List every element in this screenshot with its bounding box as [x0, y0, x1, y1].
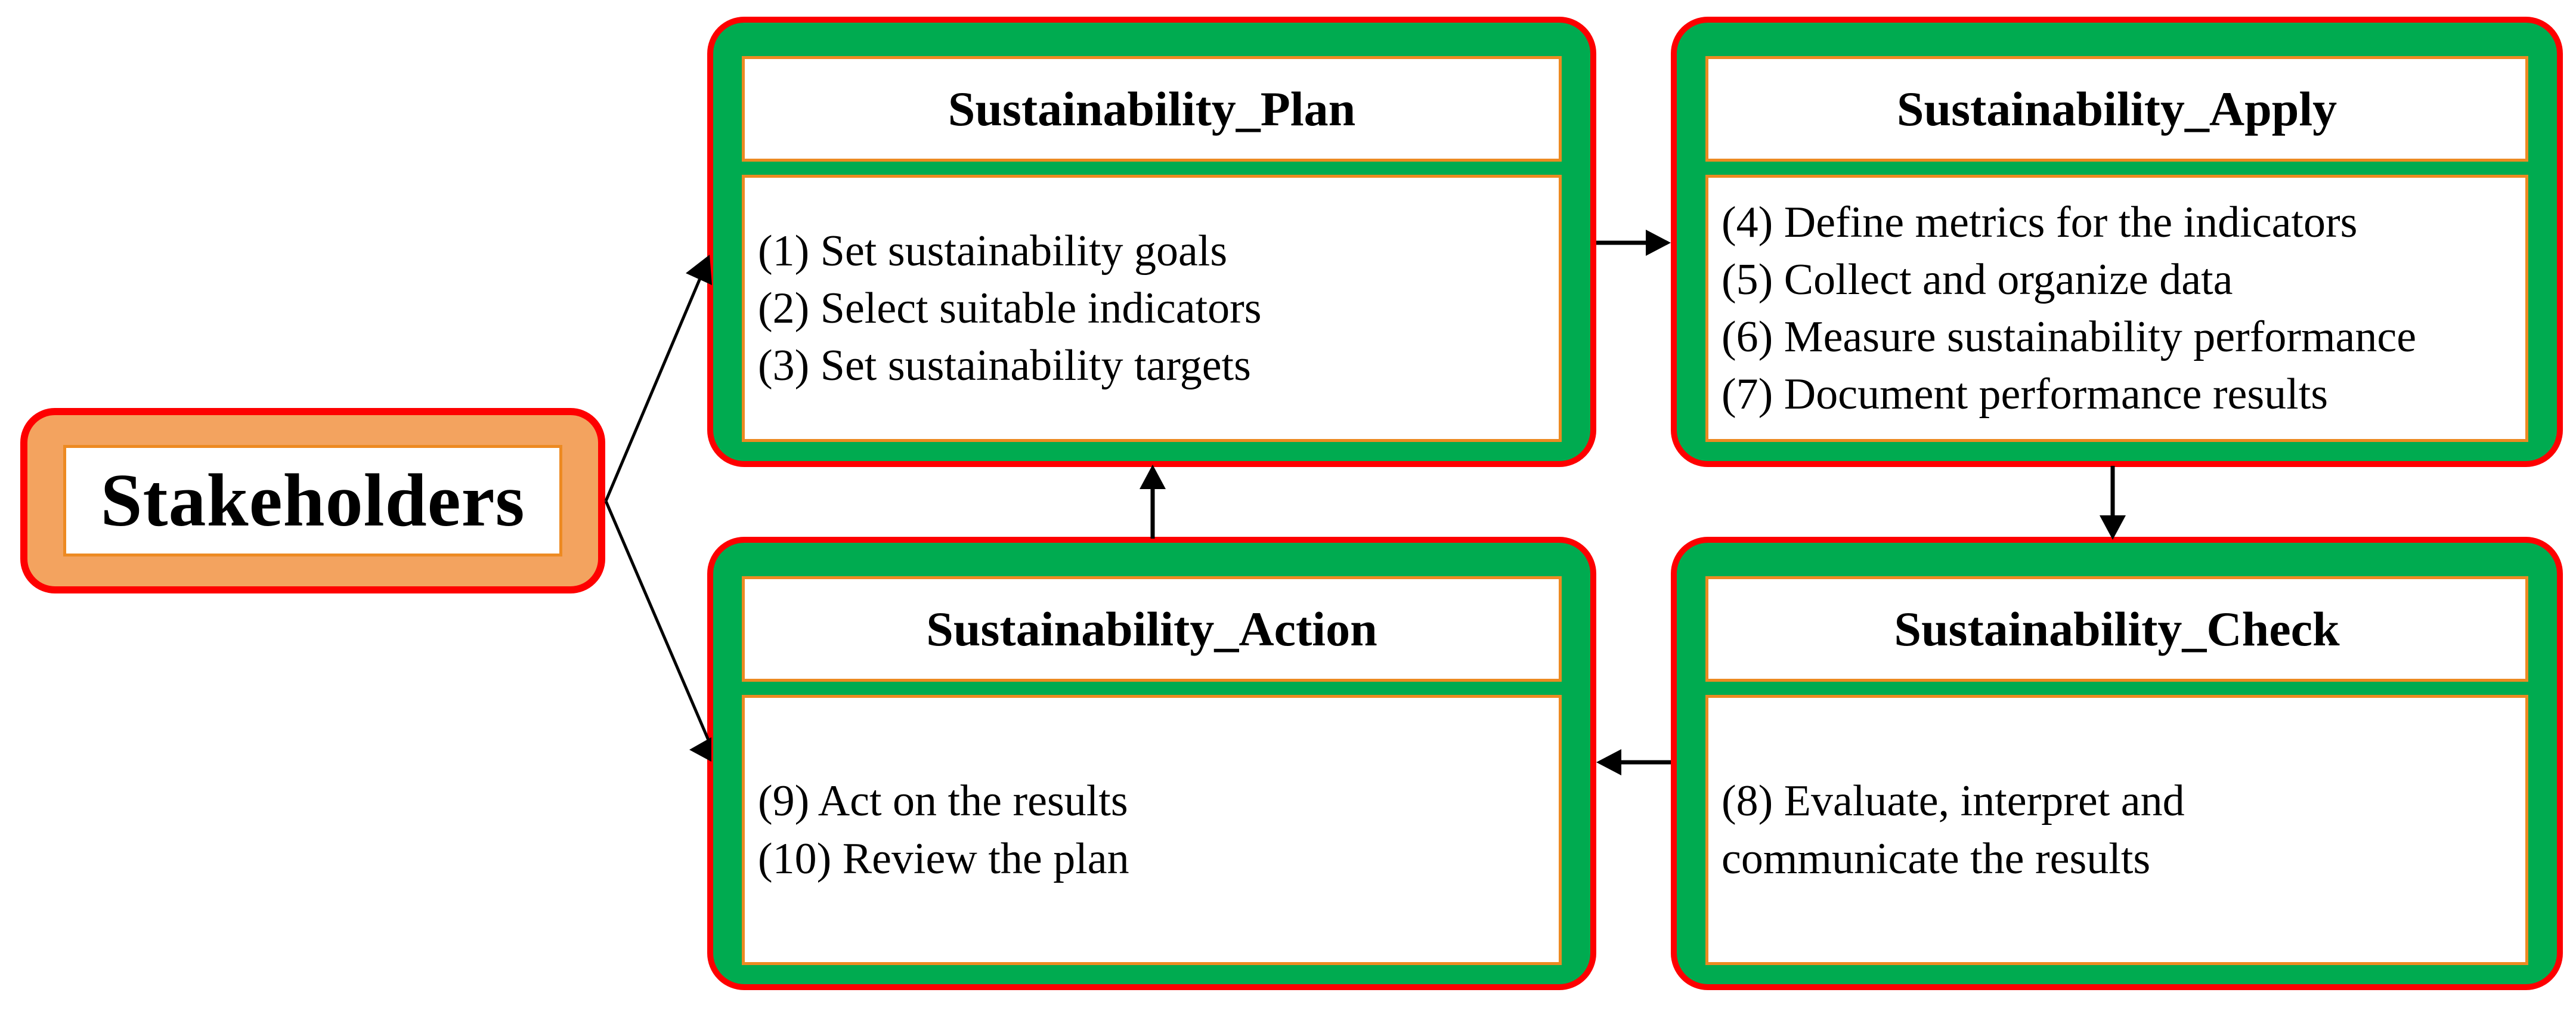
arrow-check-action: [1596, 749, 1671, 775]
action-title: Sustainability_Action: [742, 576, 1562, 682]
step-item: (8) Evaluate, interpret and communicate …: [1722, 777, 2185, 883]
step-item: (3) Set sustainability targets: [758, 341, 1251, 391]
step-item: (4) Define metrics for the indicators: [1722, 197, 2358, 247]
check-title: Sustainability_Check: [1705, 576, 2528, 682]
step-item: (5) Collect and organize data: [1722, 255, 2233, 304]
check-steps: (8) Evaluate, interpret and communicate …: [1705, 695, 2528, 965]
apply-steps: (4) Define metrics for the indicators (5…: [1705, 175, 2528, 442]
process-box-plan: Sustainability_Plan (1) Set sustainabili…: [707, 17, 1596, 467]
process-box-action: Sustainability_Action (9) Act on the res…: [707, 537, 1596, 990]
apply-title: Sustainability_Apply: [1705, 56, 2528, 162]
step-item: (1) Set sustainability goals: [758, 226, 1228, 276]
arrow-action-plan: [1140, 465, 1166, 539]
stakeholders-box: Stakeholders: [20, 408, 605, 593]
process-box-apply: Sustainability_Apply (4) Define metrics …: [1671, 17, 2563, 467]
action-steps: (9) Act on the results (10) Review the p…: [742, 695, 1562, 965]
plan-steps: (1) Set sustainability goals (2) Select …: [742, 175, 1562, 442]
arrow-stakeholders-action: [604, 500, 711, 762]
stakeholders-label: Stakeholders: [63, 445, 562, 556]
plan-title: Sustainability_Plan: [742, 56, 1562, 162]
process-box-check: Sustainability_Check (8) Evaluate, inter…: [1671, 537, 2563, 990]
step-item: (7) Document performance results: [1722, 370, 2329, 419]
arrow-apply-check: [2100, 466, 2126, 540]
step-item: (2) Select suitable indicators: [758, 283, 1262, 333]
step-item: (9) Act on the results: [758, 777, 1128, 826]
step-item: (6) Measure sustainability performance: [1722, 313, 2417, 361]
arrow-stakeholders-plan: [604, 255, 712, 502]
arrow-plan-apply: [1596, 230, 1671, 256]
step-item: (10) Review the plan: [758, 834, 1129, 883]
